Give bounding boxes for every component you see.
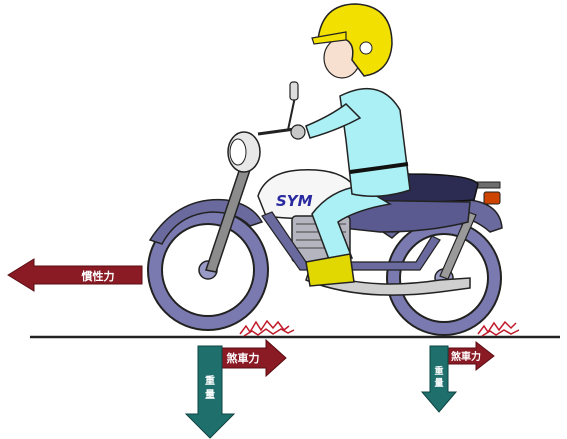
- inertia-force-arrow: 慣性力: [7, 258, 143, 292]
- rider-torso: [339, 87, 411, 197]
- front-weight-label-2: 量: [205, 388, 215, 401]
- front-weight-label-1: 重: [205, 374, 215, 387]
- brand-logo: SYM: [276, 192, 313, 210]
- helmet-visor: [311, 31, 347, 45]
- rider: [290, 3, 411, 287]
- rear-brake-force-label: 煞車力: [450, 350, 481, 363]
- headlight: [227, 131, 261, 173]
- inertia-force-label: 慣性力: [81, 269, 115, 283]
- rider-arm: [305, 103, 362, 139]
- rear-weight-arrow: 重 量: [420, 345, 458, 413]
- skid-marks-rear: [477, 320, 520, 337]
- rider-hand: [290, 124, 306, 140]
- helmet-strap: [359, 41, 373, 55]
- rear-shock: [439, 211, 477, 280]
- rider-boot: [305, 253, 355, 287]
- motorcycle: SYM: [147, 81, 503, 336]
- rider-leg: [311, 185, 393, 263]
- helmet-icon: [317, 3, 393, 77]
- rider-belt: [349, 162, 409, 174]
- tail-lamp: [483, 191, 501, 205]
- skid-marks-front: [239, 319, 295, 337]
- mirror: [289, 81, 299, 101]
- front-brake-force-label: 煞車力: [227, 351, 260, 365]
- front-weight-arrow: 重 量: [184, 345, 236, 439]
- rear-weight-label-1: 重: [434, 365, 443, 377]
- rear-weight-label-2: 量: [434, 377, 443, 389]
